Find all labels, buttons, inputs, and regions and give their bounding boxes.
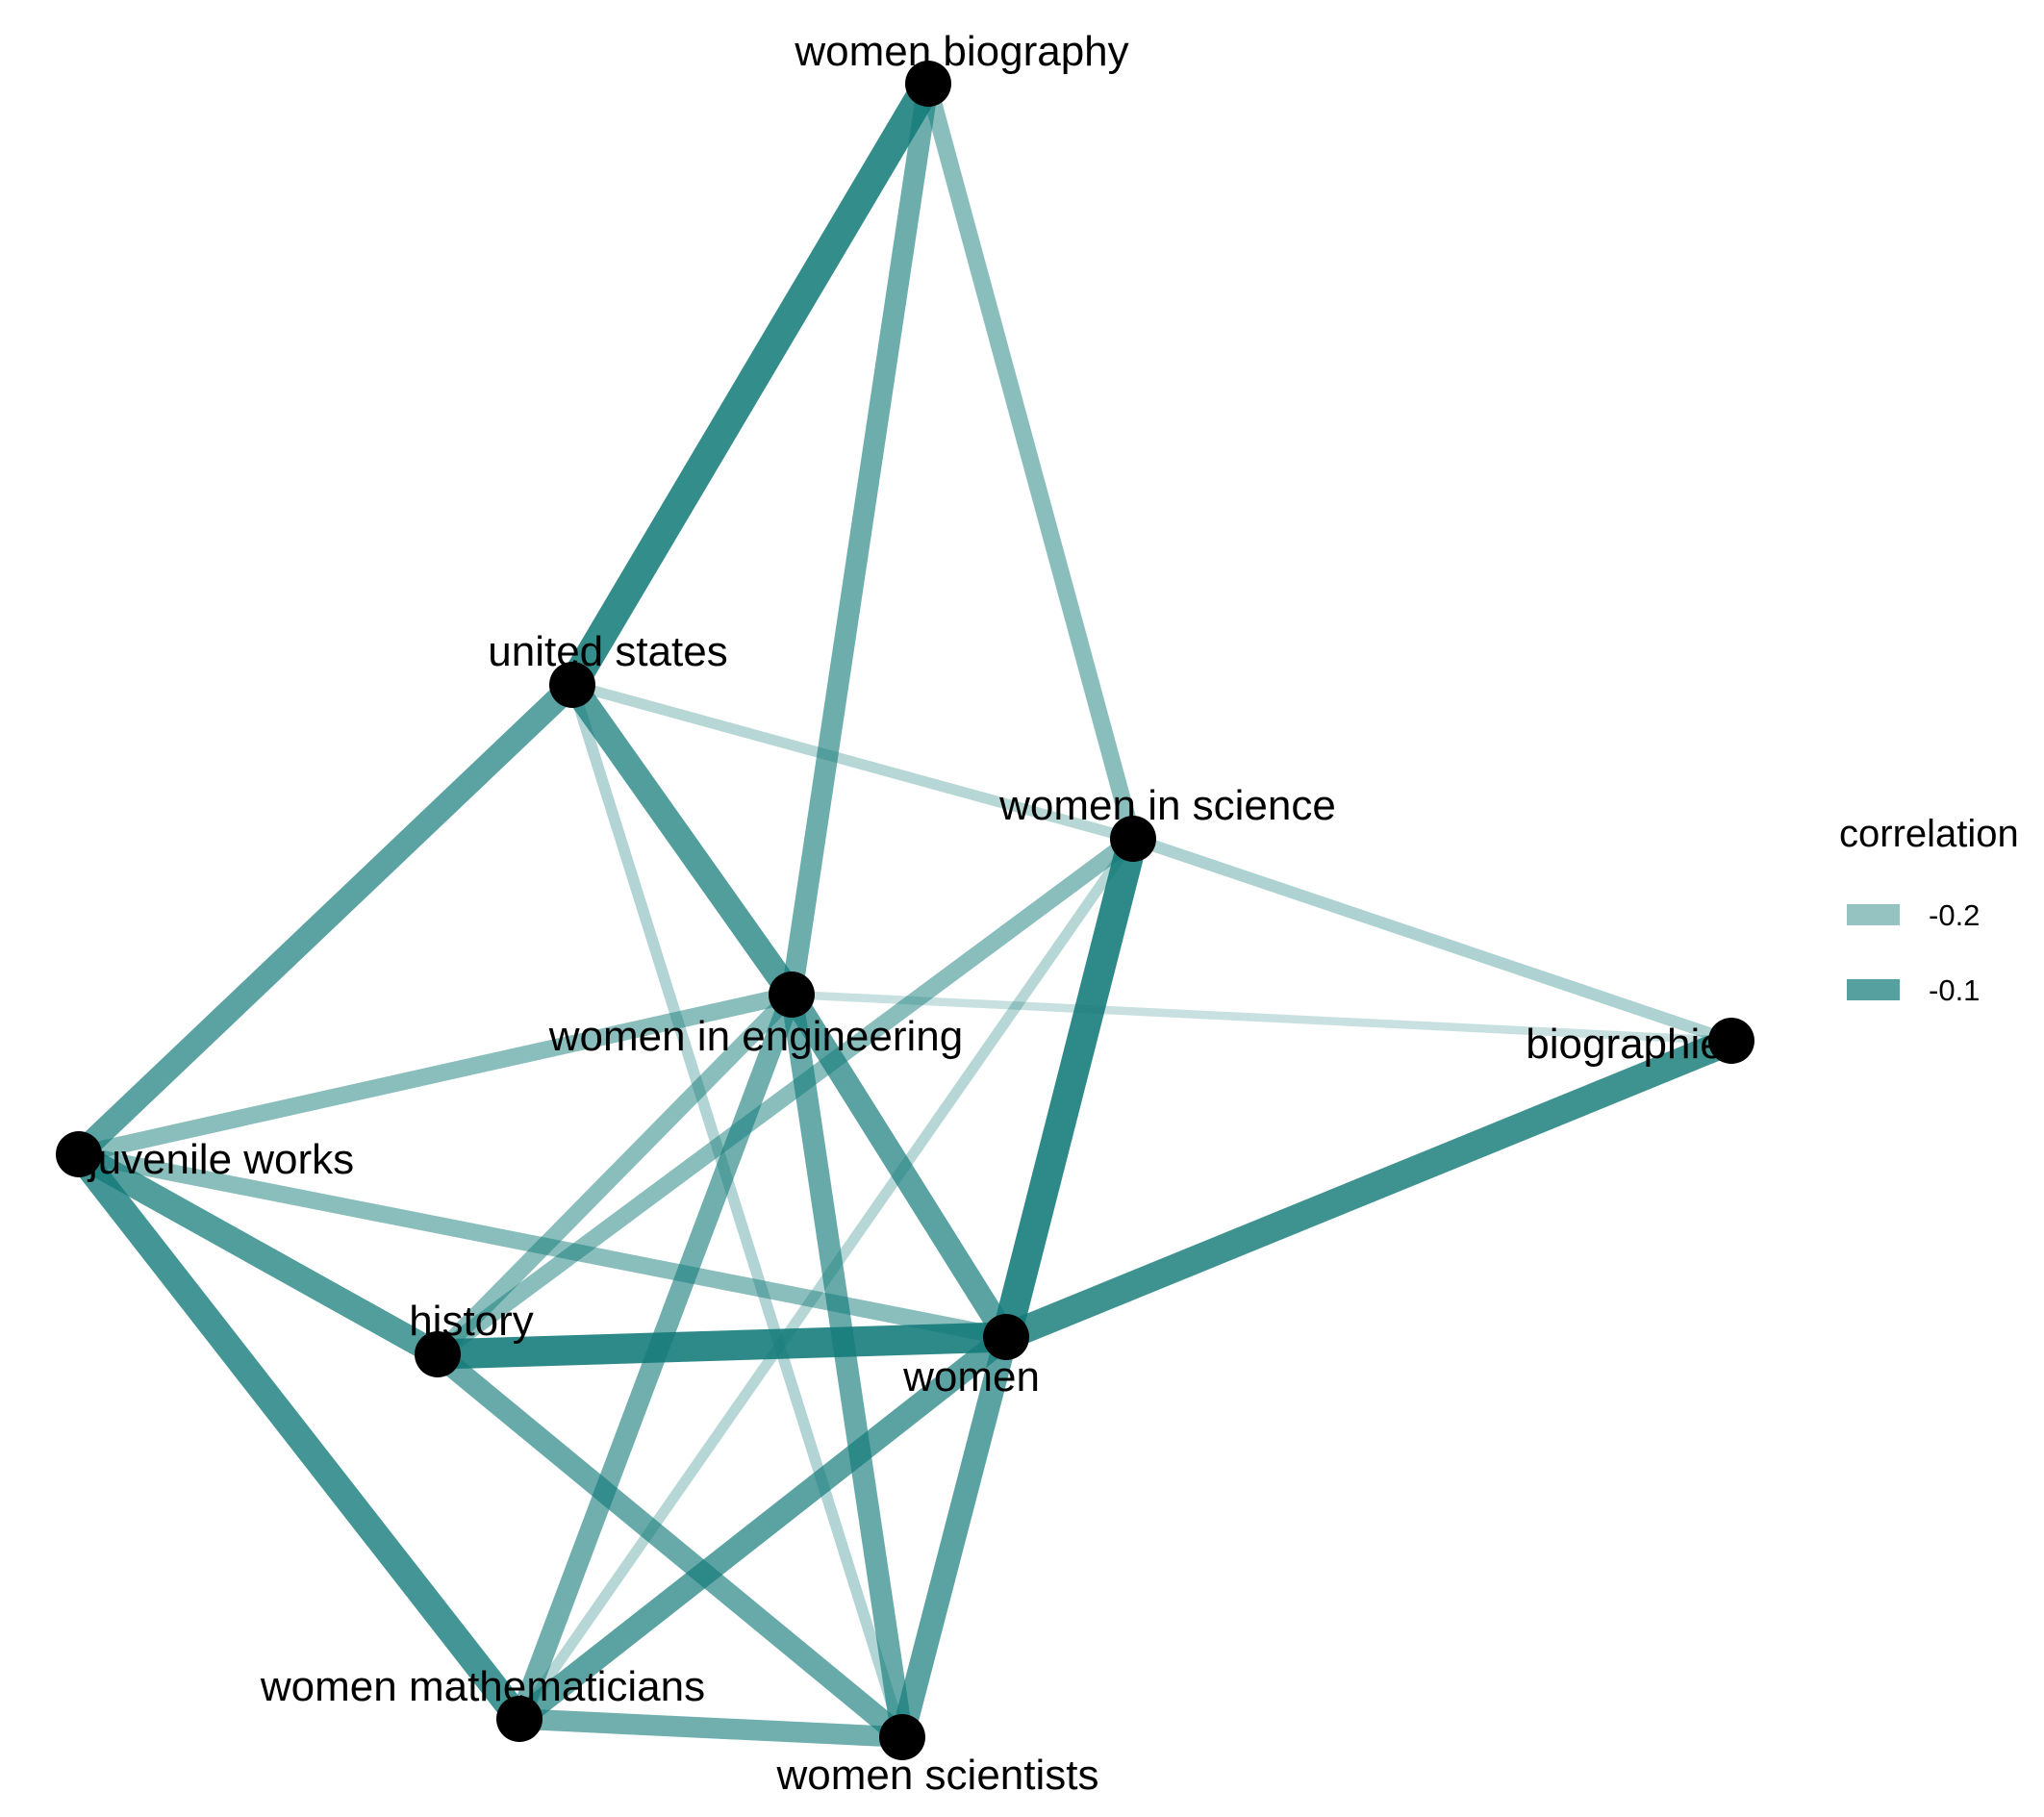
node-united-states: [549, 662, 595, 708]
edge-14: [781, 988, 1017, 1344]
node-women-in-science: [1110, 816, 1156, 862]
node-label-women-biography: women biography: [794, 28, 1128, 75]
edge-13: [431, 988, 798, 1361]
edge-8: [991, 835, 1148, 1341]
edge-17: [1000, 1027, 1737, 1350]
node-label-women-in-science: women in science: [998, 782, 1336, 829]
node-layer: [56, 61, 1754, 1760]
node-label-juvenile-works: juvenile works: [87, 1136, 354, 1183]
legend-swatch-1: [1847, 979, 1900, 1000]
node-label-united-states: united states: [488, 628, 728, 675]
legend-items: -0.2 -0.1: [1847, 898, 1980, 1007]
node-label-women-in-engineering: women in engineering: [548, 1013, 964, 1060]
edge-11: [791, 990, 1732, 1046]
edge-22: [430, 1346, 910, 1746]
edge-0: [559, 76, 942, 693]
legend-label-1: -0.1: [1929, 973, 1980, 1007]
edge-6: [567, 683, 908, 1739]
node-women-biography: [905, 61, 951, 107]
edge-24: [891, 1333, 1018, 1741]
edge-18: [72, 1143, 444, 1366]
edge-5: [70, 676, 581, 1163]
edge-7: [1131, 833, 1733, 1047]
edge-21: [437, 1322, 1007, 1370]
node-label-biographies: biographies: [1526, 1021, 1745, 1068]
edge-3: [570, 679, 1135, 845]
edge-19: [77, 1146, 1008, 1346]
legend-title: correlation: [1839, 813, 2019, 855]
node-label-women-scientists: women scientists: [775, 1752, 1098, 1799]
node-women: [983, 1314, 1029, 1360]
node-women-in-engineering: [769, 972, 815, 1018]
node-biographies: [1708, 1018, 1754, 1064]
edge-23: [512, 1327, 1014, 1729]
node-label-women: women: [902, 1353, 1040, 1401]
node-label-history: history: [409, 1298, 534, 1345]
edge-20: [67, 1146, 531, 1728]
node-women-scientists: [879, 1714, 925, 1760]
edge-25: [518, 1708, 903, 1748]
label-layer: women biography united states women in sci…: [87, 28, 1745, 1799]
edge-12: [77, 986, 794, 1163]
edge-layer: [67, 76, 1737, 1748]
edge-1: [781, 82, 939, 997]
node-women-mathematicians: [496, 1696, 543, 1742]
legend-label-0: -0.2: [1929, 898, 1980, 932]
edge-9: [432, 831, 1139, 1362]
legend: correlation -0.2 -0.1: [1839, 813, 2019, 1007]
node-history: [415, 1331, 461, 1377]
edge-4: [562, 677, 802, 1002]
edge-16: [780, 993, 914, 1739]
edge-2: [920, 81, 1142, 842]
node-juvenile-works: [56, 1131, 102, 1177]
node-label-women-mathematicians: women mathematicians: [260, 1663, 705, 1710]
legend-swatch-0: [1847, 904, 1900, 925]
